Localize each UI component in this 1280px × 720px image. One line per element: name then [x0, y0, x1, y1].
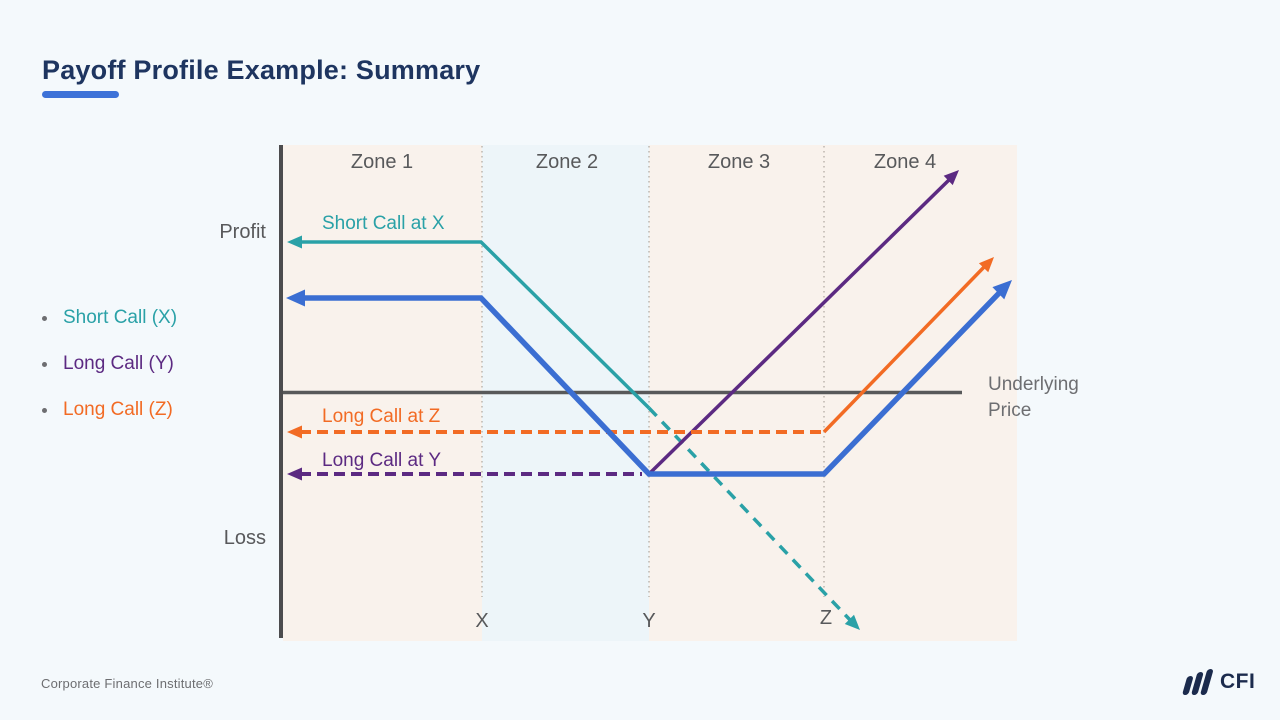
zone-label-4: Zone 4 [873, 151, 937, 173]
long-call-z-left-arrowhead [287, 425, 302, 439]
strike-label-y: Y [642, 610, 656, 632]
long-call-y-solid-line [647, 175, 954, 476]
combined-left-arrowhead [286, 289, 305, 307]
profit-label: Profit [219, 221, 266, 243]
zone-label-3: Zone 3 [707, 151, 771, 173]
legend-item-label: Long Call (Z) [63, 399, 173, 420]
combined-end-arrowhead [992, 280, 1012, 300]
series-label-long-call-y: Long Call at Y [322, 450, 442, 471]
zone-label-1: Zone 1 [350, 151, 414, 173]
short-call-left-arrowhead [287, 235, 302, 249]
zone-label-2: Zone 2 [535, 151, 599, 173]
legend-item-label: Long Call (Y) [63, 353, 174, 374]
page-title: Payoff Profile Example: Summary [42, 55, 481, 85]
cfi-logo-icon [1182, 669, 1213, 695]
bullet-icon [42, 315, 47, 321]
long-call-z-solid-line [822, 262, 989, 434]
long-call-y-left-arrowhead [287, 467, 302, 481]
loss-label: Loss [223, 527, 266, 549]
title-underline-accent [42, 91, 119, 98]
short-call-solid-line [300, 240, 651, 410]
short-call-end-arrowhead [844, 614, 860, 630]
bullet-icon [42, 407, 47, 413]
series-label-short-call-x: Short Call at X [322, 213, 445, 234]
bullet-icon [42, 361, 47, 367]
strike-label-x: X [475, 610, 489, 632]
legend-item-long-call-y: Long Call (Y) [42, 353, 174, 375]
strike-label-z: Z [819, 607, 833, 629]
legend-item-long-call-z: Long Call (Z) [42, 399, 173, 421]
footer-attribution: Corporate Finance Institute® [41, 676, 213, 691]
cfi-logo: CFI [1175, 667, 1255, 696]
long-call-y-end-arrowhead [943, 170, 959, 186]
legend-item-label: Short Call (X) [63, 307, 178, 328]
legend-item-short-call-x: Short Call (X) [42, 307, 177, 329]
long-call-z-end-arrowhead [978, 257, 994, 273]
underlying-price-label: Underlying Price [988, 374, 1079, 421]
combined-payoff-line [303, 286, 1006, 477]
series-label-long-call-z: Long Call at Z [322, 406, 441, 427]
cfi-logo-text: CFI [1220, 669, 1256, 693]
